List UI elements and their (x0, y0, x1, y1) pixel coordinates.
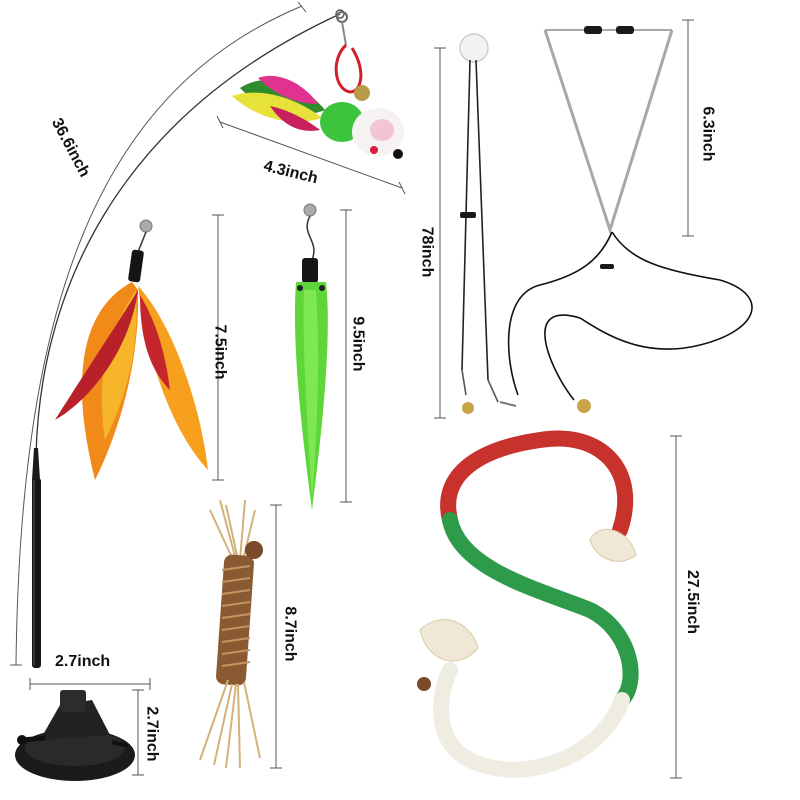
silvervine-catnip-stick (199, 499, 263, 769)
suction-cup-base (15, 690, 135, 781)
suction-cup-label: 2.7inch (143, 706, 161, 762)
worm-length-label: 9.5inch (349, 316, 367, 372)
green-worm-toy (294, 203, 328, 510)
handle-length-label: 2.7inch (55, 653, 111, 670)
mouse-dimension-line (219, 121, 403, 189)
orange-feather-toy (55, 219, 208, 480)
elastic-hanging-cord (459, 33, 517, 414)
cord-length-label: 78inch (418, 226, 436, 278)
hanger-length-label: 6.3inch (699, 106, 717, 162)
wand-dimension-line (15, 5, 303, 666)
catnip-length-label: 8.7inch (281, 606, 299, 662)
rope-length-label: 27.5inch (684, 569, 702, 635)
door-hanger-cord (507, 26, 753, 413)
christmas-rope-toy (417, 430, 639, 778)
cat-teaser-wand (32, 9, 345, 668)
mouse-feather-toy (232, 11, 404, 159)
feather-length-label: 7.5inch (211, 324, 229, 380)
